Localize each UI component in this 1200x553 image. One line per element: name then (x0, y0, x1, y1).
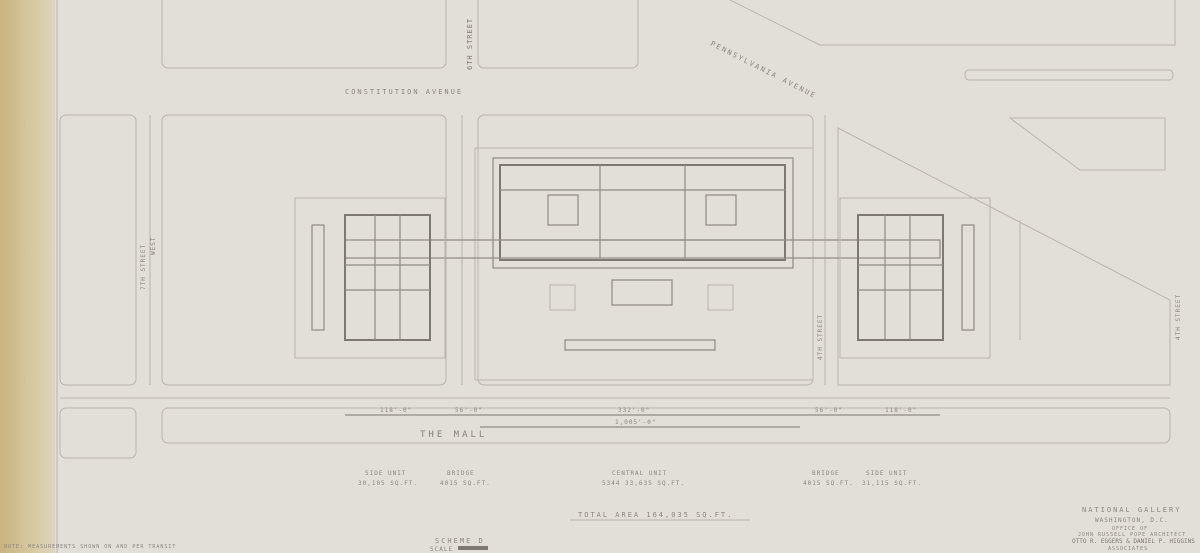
label-4th-street: 4TH STREET (817, 314, 824, 360)
bridge-left-title: BRIDGE (447, 470, 475, 477)
dim-center-b: 1,005'-0" (615, 419, 657, 426)
side-left-title: SIDE UNIT (365, 470, 407, 477)
dim-center-a: 332'-0" (618, 407, 650, 414)
scale-bar (458, 546, 488, 550)
total-area: TOTAL AREA 164,035 SQ.FT. (578, 511, 733, 519)
label-6th-street: 6TH STREET (466, 18, 474, 70)
right-side-unit (839, 197, 991, 359)
scale-label: SCALE (430, 546, 453, 553)
connecting-bridge (344, 239, 941, 259)
title-block: NATIONAL GALLERY WASHINGTON, D.C. OFFICE… (1072, 506, 1195, 552)
label-the-mall: THE MALL (420, 430, 487, 440)
dim-left-unit: 118'-0" (380, 407, 412, 414)
title-block-line2: JOHN RUSSELL POPE ARCHITECT (1078, 532, 1186, 538)
side-left-value: 30,105 SQ.FT. (358, 480, 418, 487)
bridge-left-value: 4015 SQ.FT. (440, 480, 491, 487)
tape-strip (0, 0, 55, 553)
label-7th-street-sub: WEST (150, 237, 157, 255)
bridge-right-value: 4015 SQ.FT. (803, 480, 854, 487)
central-value: 5344 33,635 SQ.FT. (602, 480, 685, 487)
title-block-line3: OTTO R. EGGERS & DANIEL P. HIGGINS (1072, 538, 1195, 545)
central-title: CENTRAL UNIT (612, 470, 667, 477)
label-4th-street-right: 4TH STREET (1175, 294, 1182, 340)
city-blocks (59, 0, 1176, 459)
label-pennsylvania-avenue: PENNSYLVANIA AVENUE (709, 40, 818, 101)
label-7th-street: 7TH STREET (140, 244, 147, 290)
title-block-line1: OFFICE OF (1112, 526, 1148, 532)
title-block-city: WASHINGTON, D.C. (1095, 517, 1169, 524)
title-block-line4: ASSOCIATES (1108, 546, 1148, 552)
dimension-lines (345, 220, 1021, 428)
scheme-title: SCHEME D (435, 537, 485, 545)
central-unit-plan (474, 147, 814, 381)
dim-right-bridge: 56'-0" (815, 407, 843, 414)
footer-note: NOTE: MEASUREMENTS SHOWN ON AND PER TRAN… (4, 544, 176, 550)
area-labels: SIDE UNIT 30,105 SQ.FT. BRIDGE 4015 SQ.F… (358, 470, 922, 521)
dim-right-unit: 118'-0" (885, 407, 917, 414)
left-side-unit (294, 197, 446, 359)
side-right-title: SIDE UNIT (866, 470, 908, 477)
title-block-title: NATIONAL GALLERY (1082, 506, 1181, 514)
side-right-value: 31,115 SQ.FT. (862, 480, 922, 487)
label-constitution-avenue: CONSTITUTION AVENUE (345, 88, 463, 96)
bridge-right-title: BRIDGE (812, 470, 840, 477)
dim-left-bridge: 56'-0" (455, 407, 483, 414)
